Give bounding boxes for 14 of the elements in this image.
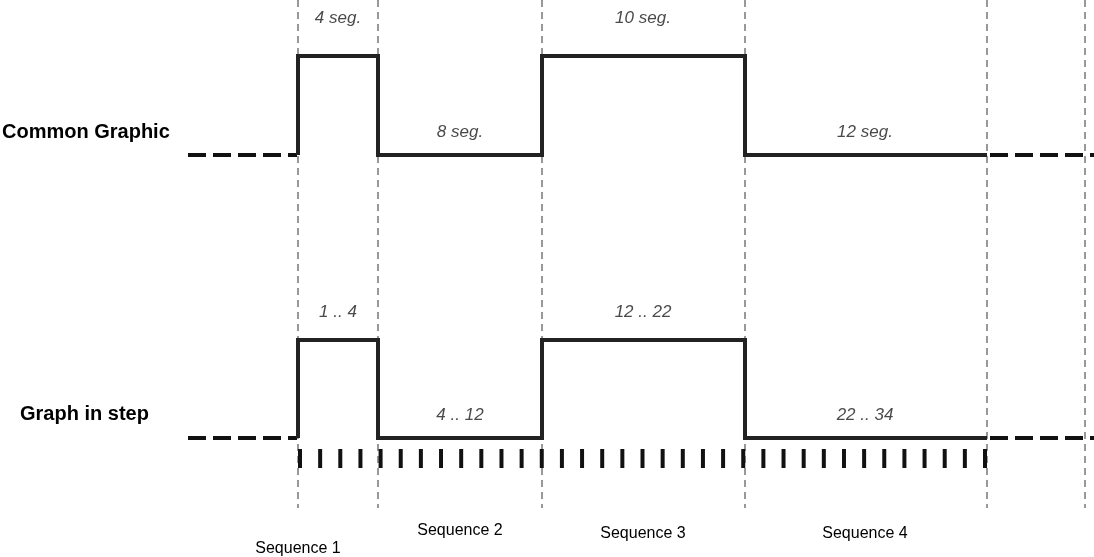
signal-name: Graph in step bbox=[20, 403, 149, 423]
step-range-label: 12 .. 22 bbox=[614, 302, 672, 320]
duration-label: 8 seg. bbox=[436, 122, 484, 140]
duration-label: 4 seg. bbox=[314, 8, 362, 26]
sequence-label: Sequence 1 bbox=[255, 540, 341, 556]
sequence-label: Sequence 3 bbox=[600, 525, 686, 541]
sequence-label: Sequence 2 bbox=[417, 522, 503, 538]
step-range-label: 22 .. 34 bbox=[836, 405, 894, 423]
duration-label: 12 seg. bbox=[837, 122, 893, 140]
step-range-label: 1 .. 4 bbox=[319, 302, 357, 320]
duration-label: 10 seg. bbox=[615, 8, 671, 26]
sequence-label: Sequence 4 bbox=[822, 525, 908, 541]
step-range-label: 4 .. 12 bbox=[436, 405, 484, 423]
signal-name: Common Graphic bbox=[2, 121, 170, 141]
